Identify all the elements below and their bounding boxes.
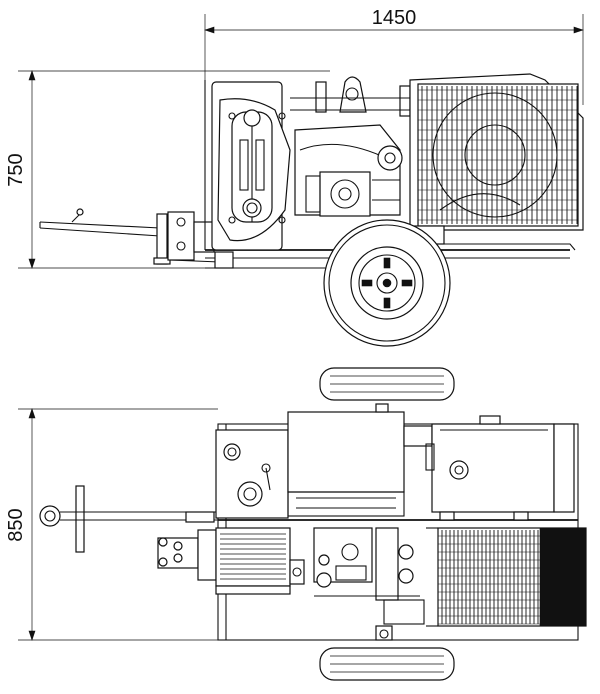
plan-view <box>39 367 587 681</box>
jack-stand <box>153 211 221 265</box>
side-elevation-view <box>39 73 584 347</box>
top-cooling-fins <box>215 527 305 595</box>
top-height-dimension: 850 <box>5 408 218 641</box>
width-dimension: 1450 <box>204 7 584 105</box>
side-height-label: 750 <box>5 153 27 186</box>
top-wheel-lower <box>319 647 455 681</box>
top-pump <box>313 527 425 625</box>
top-tank <box>425 415 575 521</box>
top-grille <box>426 527 587 627</box>
cooler-grille <box>399 73 584 245</box>
side-height-dimension: 750 <box>5 70 330 269</box>
side-wheel <box>323 219 451 347</box>
engine-housing <box>211 81 291 251</box>
top-wheel-upper <box>319 367 455 401</box>
top-engine <box>215 403 433 519</box>
top-hitch <box>157 511 217 581</box>
top-tow-bar <box>39 485 218 553</box>
hydraulic-pump <box>294 124 403 217</box>
tow-bar <box>39 208 161 237</box>
lifting-eye <box>290 76 420 117</box>
top-height-label: 850 <box>5 508 27 541</box>
width-dimension-label: 1450 <box>372 7 417 29</box>
